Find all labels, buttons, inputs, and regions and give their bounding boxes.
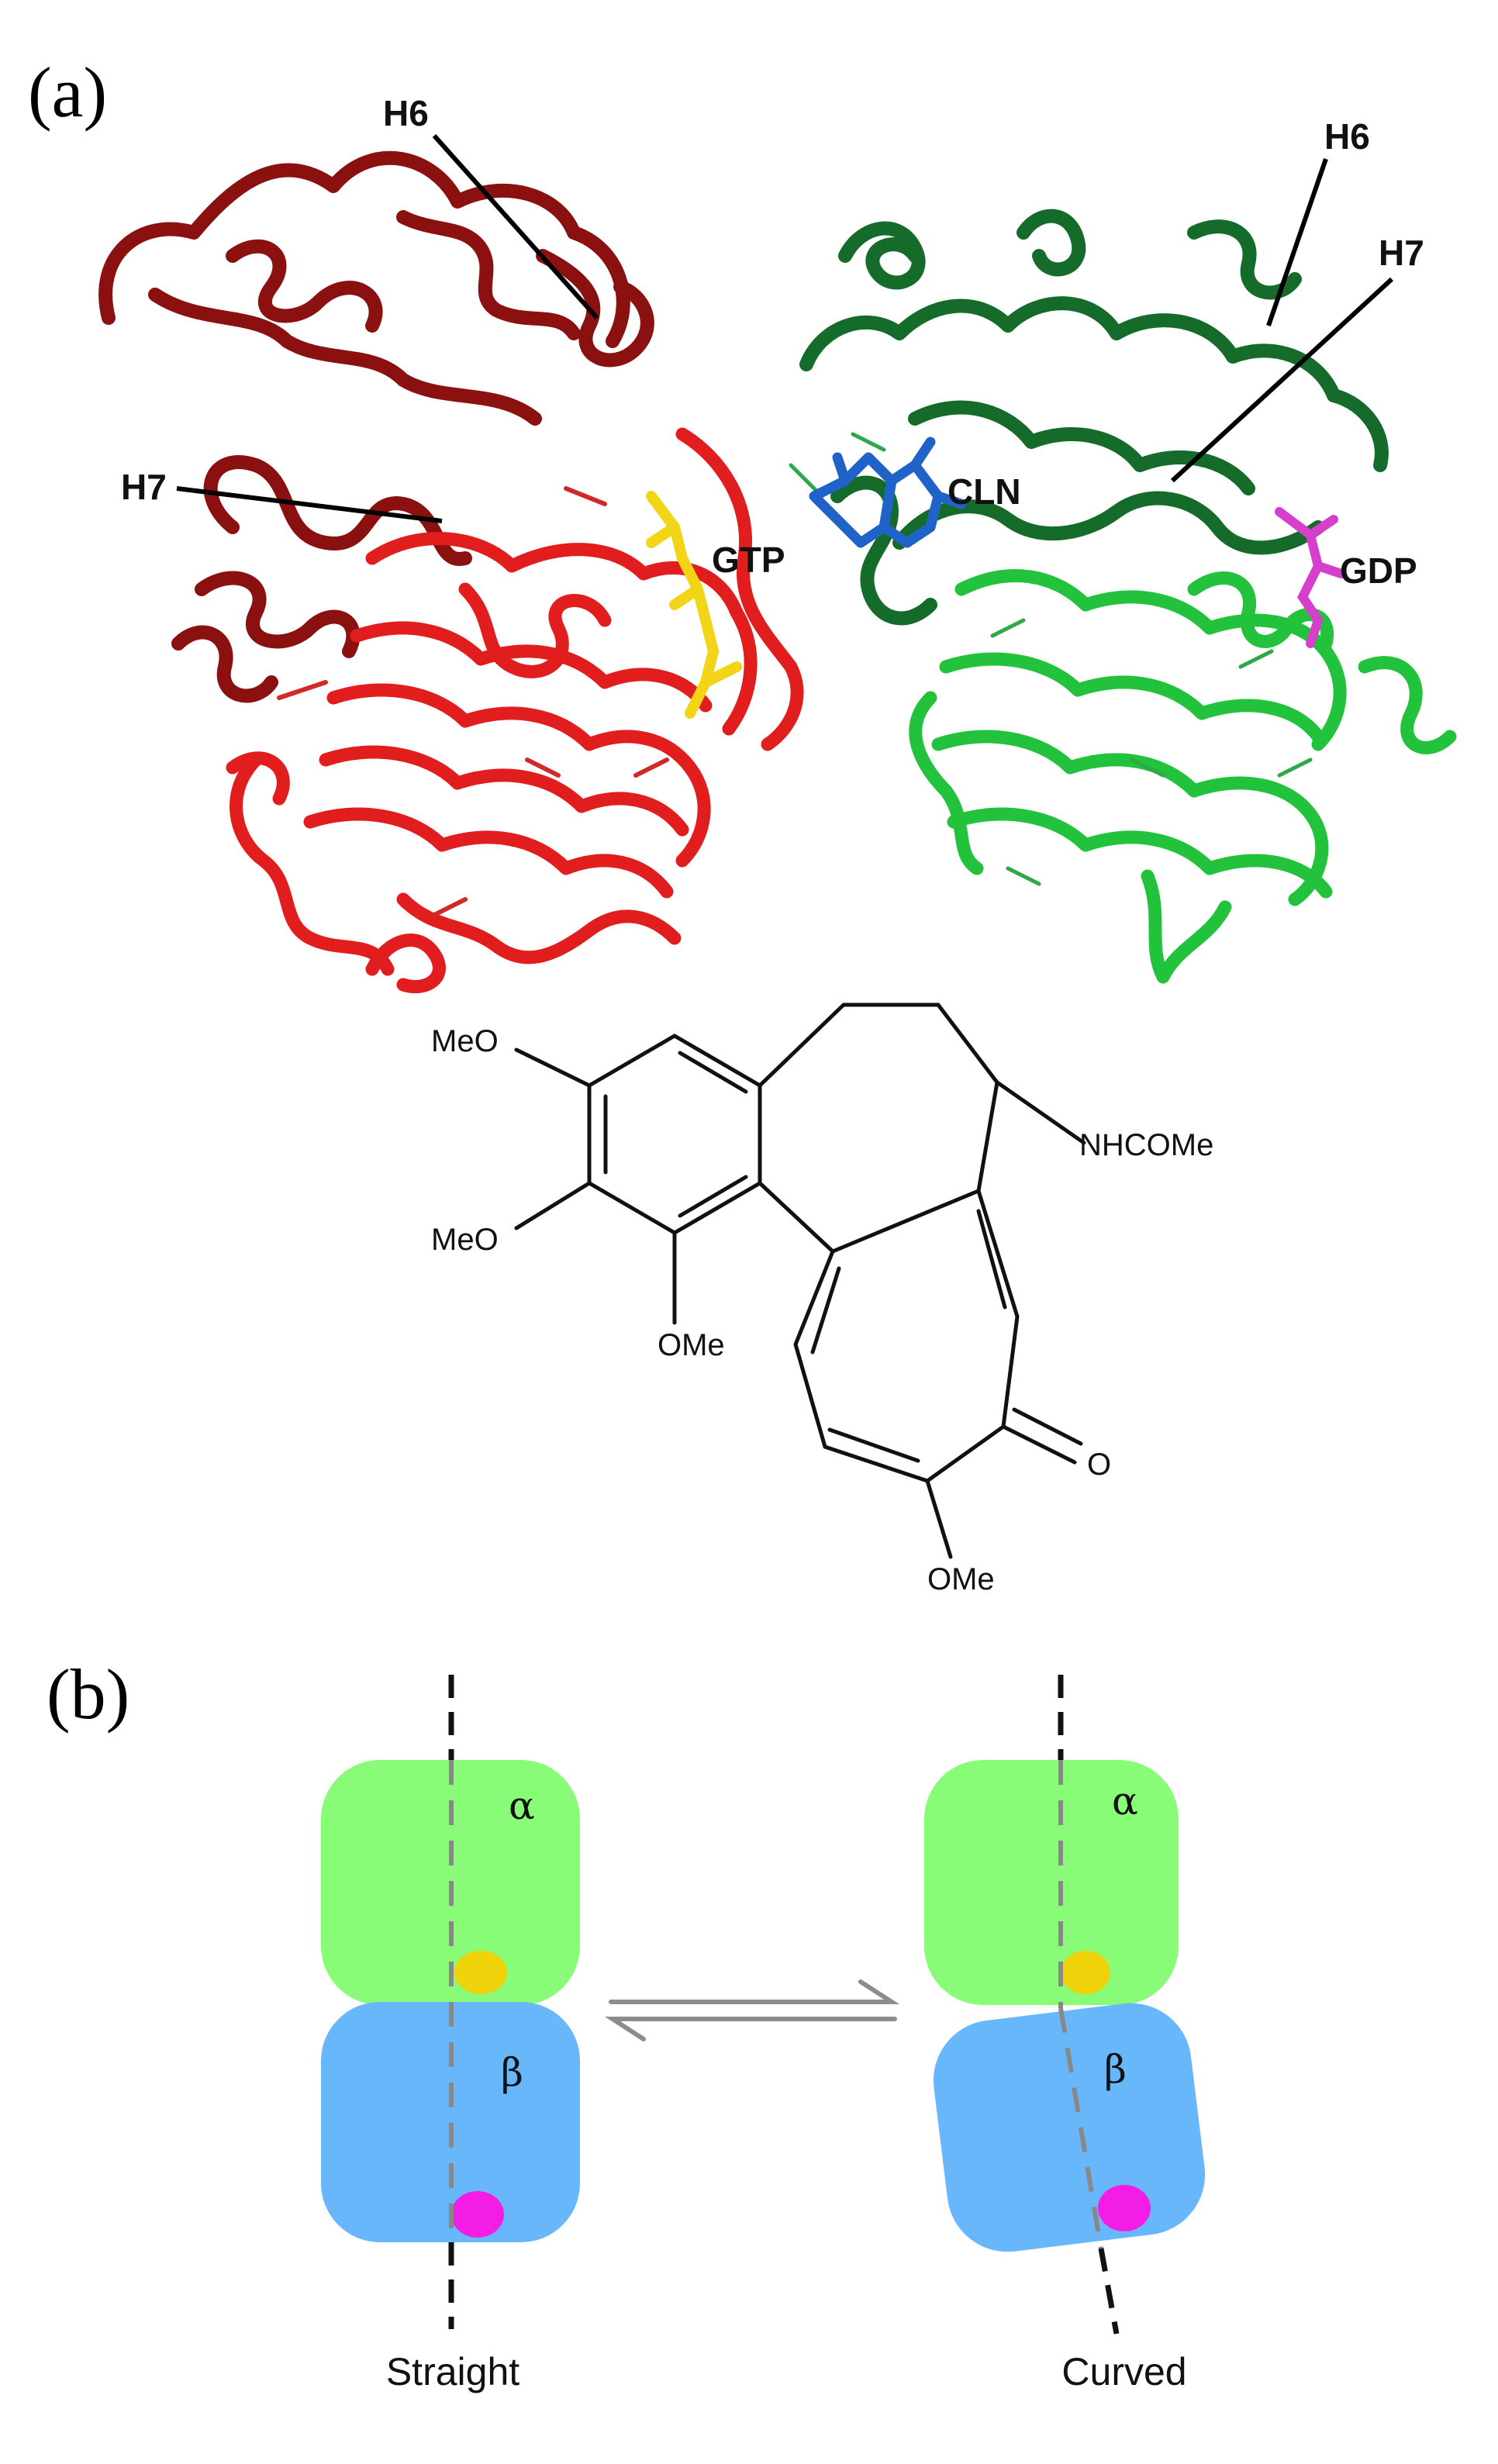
curved-axis-bottom xyxy=(1098,2248,1120,2335)
red-tubulin-subunit xyxy=(98,150,804,994)
curved-heterodimer: α β Curved xyxy=(924,1675,1206,2393)
red-h6-label: H6 xyxy=(383,93,429,133)
colchicine-structure: MeO MeO OMe NHCOMe O OMe xyxy=(431,1003,1213,1596)
green-h7-leader xyxy=(1170,277,1394,483)
oxo-bond-1 xyxy=(1001,1424,1077,1465)
reverse-arrow xyxy=(604,2017,897,2041)
red-h7-leader xyxy=(176,486,443,523)
green-tubulin-subunit xyxy=(789,209,1457,984)
ring-a-bonds xyxy=(587,1034,762,1235)
meo-top-label: MeO xyxy=(431,1024,499,1058)
ring-b-bonds xyxy=(758,1003,999,1254)
ring-a-double-1 xyxy=(678,1051,748,1094)
ring-c-bonds xyxy=(793,1188,1020,1483)
straight-heterodimer: α β Straight xyxy=(321,1675,580,2393)
ring-a-double-3 xyxy=(678,1175,748,1218)
cln-ligand-stick xyxy=(809,437,967,548)
straight-beta-label: β xyxy=(501,2050,523,2095)
oxo-label: O xyxy=(1087,1448,1111,1482)
straight-label: Straight xyxy=(386,2350,519,2393)
curved-axis-beta xyxy=(1058,2007,1103,2249)
ring-c-double-1 xyxy=(976,1209,1007,1310)
meo-mid-bond xyxy=(514,1181,592,1230)
meo-mid-label: MeO xyxy=(431,1223,499,1257)
cln-label: CLN xyxy=(947,471,1021,512)
nhcome-bond xyxy=(995,1080,1086,1145)
gdp-ligand-stick xyxy=(1275,507,1346,648)
forward-arrow xyxy=(609,1979,900,2004)
green-h7-label: H7 xyxy=(1379,233,1424,273)
curved-alpha-block xyxy=(924,1760,1179,2005)
gdp-ligand xyxy=(1275,507,1346,648)
nhcome-label: NHCOMe xyxy=(1079,1128,1213,1162)
green-h6-label: H6 xyxy=(1324,116,1370,157)
curved-gtp-dot xyxy=(1061,1951,1110,1994)
panel-b-letter: (b) xyxy=(47,1655,129,1734)
green-h6-leader xyxy=(1266,158,1328,326)
curved-alpha-label: α xyxy=(1112,1779,1138,1824)
panel-a-letter: (a) xyxy=(28,53,107,132)
curved-label: Curved xyxy=(1061,2350,1186,2393)
gtp-ligand xyxy=(646,491,742,719)
red-h7-label: H7 xyxy=(121,467,167,507)
ome-bottom-label: OMe xyxy=(927,1562,995,1596)
straight-beta-block xyxy=(321,2002,580,2242)
gtp-ligand-stick xyxy=(646,491,742,719)
cln-ligand xyxy=(809,437,967,548)
red-h6-leader xyxy=(432,134,599,319)
curved-gdp-dot xyxy=(1098,2185,1151,2231)
meo-top-bond xyxy=(514,1047,592,1088)
oxo-bond-2 xyxy=(1012,1407,1083,1446)
ome-inner-label: OMe xyxy=(658,1328,725,1362)
ome-bottom-bond xyxy=(925,1479,953,1559)
curved-beta-label: β xyxy=(1104,2047,1127,2092)
curved-beta-block xyxy=(933,2003,1206,2252)
straight-alpha-label: α xyxy=(509,1783,535,1828)
straight-gtp-dot xyxy=(454,1951,507,1994)
equilibrium-arrows xyxy=(604,1979,900,2041)
ring-c-double-2 xyxy=(827,1427,920,1463)
ring-c-double-3 xyxy=(810,1266,841,1355)
straight-gdp-dot xyxy=(451,2191,504,2238)
gdp-label: GDP xyxy=(1340,550,1417,591)
gtp-label: GTP xyxy=(712,540,785,580)
